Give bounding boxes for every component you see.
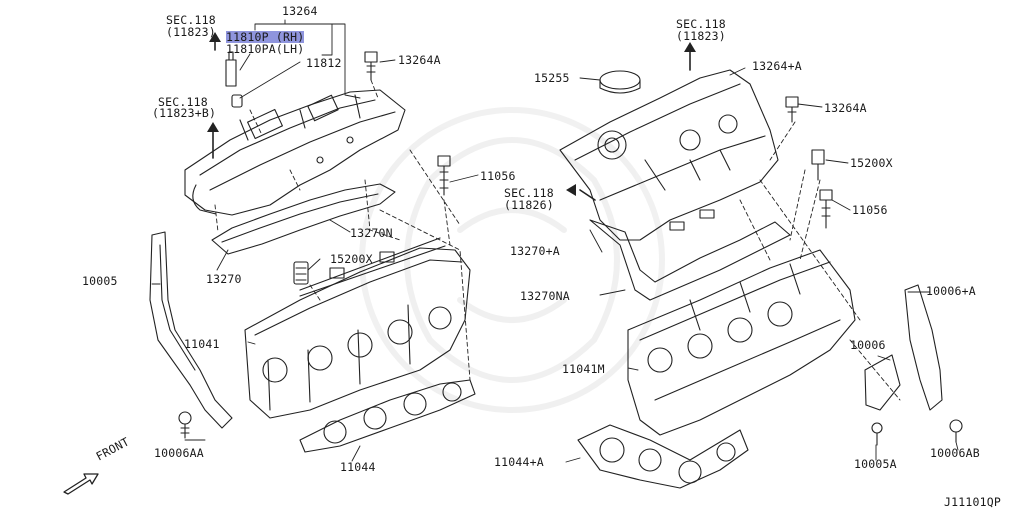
bolt-13264a-left: [364, 51, 378, 81]
part-label-11056-right: 11056: [852, 203, 888, 217]
section-sub-label: (11823): [676, 29, 726, 43]
section-sub-label: (11823+B): [152, 106, 217, 120]
part-label-13270na: 13270NA: [520, 289, 570, 303]
part-label-10006ab: 10006AB: [930, 446, 980, 460]
leader-lines-left: [151, 19, 479, 462]
oil-cap-15255: [599, 70, 641, 94]
sensor-11810p: [225, 51, 243, 108]
gasket-right: [589, 219, 791, 301]
part-label-10006aa: 10006AA: [154, 446, 204, 460]
part-label-13264: 13264: [282, 4, 318, 18]
part-label-10006: 10006: [850, 338, 886, 352]
bolt-10006aa: [178, 411, 192, 439]
bracket-10006: [864, 354, 901, 411]
bolt-13264a-right: [785, 96, 799, 123]
part-label-11810p: 11810P (RH): [226, 30, 305, 44]
front-arrow-icon: [63, 473, 99, 495]
section-arrow-icon-stems: [212, 41, 216, 159]
part-label-11812: 11812: [306, 56, 342, 70]
stud-15200x-right: [811, 149, 825, 181]
bolt-11056-right: [819, 189, 833, 229]
bracket-10005: [149, 231, 233, 429]
part-label-11041m: 11041M: [562, 362, 605, 376]
head-gasket-right: [577, 424, 749, 489]
part-label-13264a-left: 13264A: [398, 53, 441, 67]
section-sub-label: (11826): [504, 198, 554, 212]
part-label-13270plusa: 13270+A: [510, 244, 560, 258]
leader-lines-right: [565, 49, 959, 463]
cylinder-head-left: [244, 237, 471, 419]
part-label-10005: 10005: [82, 274, 118, 288]
section-sub-label: (11823): [166, 25, 216, 39]
rocker-cover-left: [184, 89, 406, 216]
part-label-13270: 13270: [206, 272, 242, 286]
section-label: SEC.118: [676, 17, 726, 31]
part-label-11056-left: 11056: [480, 169, 516, 183]
stud-15200x-left: [293, 261, 309, 285]
section-label: SEC.118: [158, 95, 208, 109]
part-label-10006plusa: 10006+A: [926, 284, 976, 298]
cylinder-head-right: [627, 249, 856, 436]
bolt-10005a: [871, 422, 883, 446]
part-label-15200x-left: 15200X: [330, 252, 373, 266]
part-label-11810pa: 11810PA(LH): [226, 42, 305, 56]
part-label-11041: 11041: [184, 337, 220, 351]
bolt-11056-left: [437, 155, 451, 196]
part-label-15255: 15255: [534, 71, 570, 85]
section-arrow-icon: [207, 32, 221, 132]
rocker-cover-right: [559, 69, 779, 241]
part-label-10005a: 10005A: [854, 457, 897, 471]
section-label: SEC.118: [166, 13, 216, 27]
bolt-10006ab: [949, 419, 963, 443]
part-label-13264a-right: 13264A: [824, 101, 867, 115]
bracket-10006plusa: [904, 284, 943, 411]
part-label-13270n: 13270N: [350, 226, 393, 240]
head-gasket-left: [299, 379, 476, 453]
section-arrow-icon-right: [566, 42, 696, 196]
section-label: SEC.118: [504, 186, 554, 200]
gasket-left: [211, 183, 396, 255]
part-label-11044: 11044: [340, 460, 376, 474]
part-label-13264plusa: 13264+A: [752, 59, 802, 73]
watermark-emblem: [359, 107, 665, 413]
part-label-15200x-right: 15200X: [850, 156, 893, 170]
part-label-11044plusa: 11044+A: [494, 455, 544, 469]
diagram-code: J11101QP: [944, 495, 1001, 509]
